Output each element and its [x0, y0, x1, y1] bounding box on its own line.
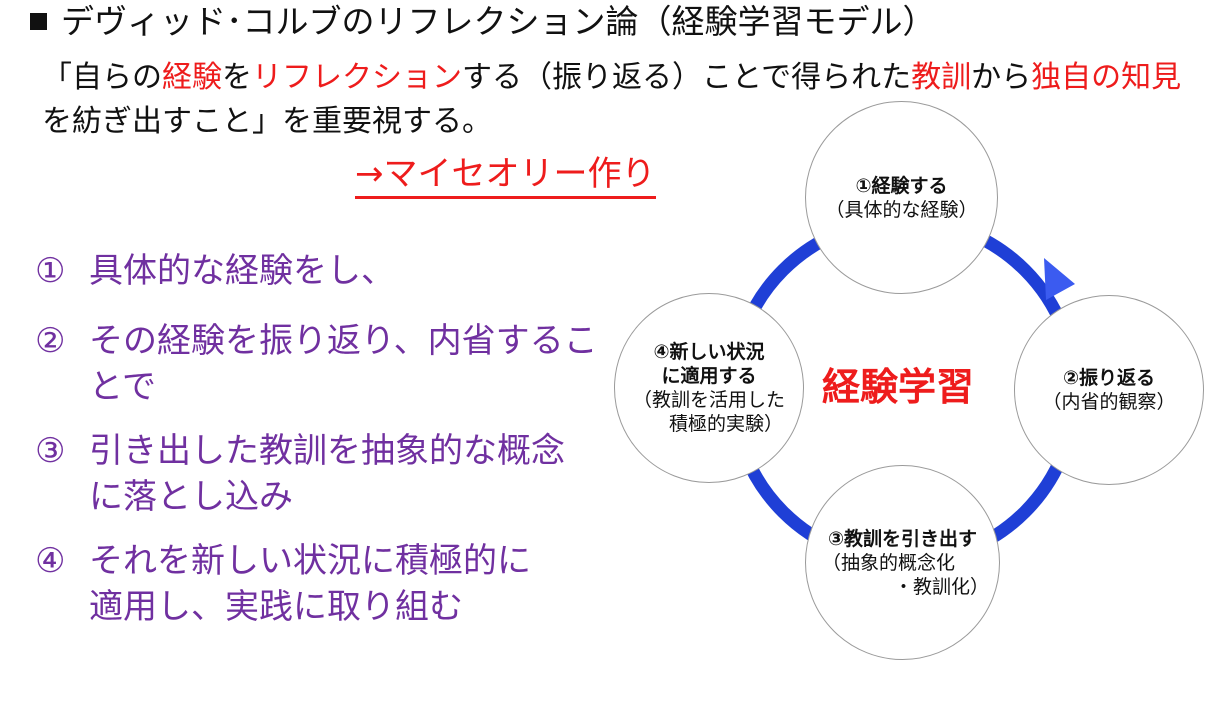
intro-part: 「自らの: [42, 60, 162, 95]
node-subtitle: （内省的観察）: [1042, 391, 1176, 413]
step-text: その経験を振り返り、内省するこ とで: [89, 318, 598, 410]
intro-part: する（振り返る）ことで得られた: [462, 60, 912, 95]
intro-part-highlight: リフレクション: [252, 60, 462, 95]
node-subtitle: 積極的実験）: [668, 413, 783, 435]
step-number: ③: [35, 431, 66, 471]
step-text: 具体的な経験をし、: [89, 248, 395, 294]
step-line: その経験を振り返り、内省するこ: [89, 321, 598, 361]
node-title: ①経験する: [855, 174, 948, 197]
node-title: ④新しい状況: [653, 341, 765, 363]
intro-part: から: [971, 60, 1032, 95]
slide-title: デヴィッド･コルブのリフレクション論（経験学習モデル）: [30, 2, 936, 42]
cycle-arrow-icon: [1044, 258, 1075, 300]
step-text: それを新しい状況に積極的に 適用し、実践に取り組む: [89, 538, 531, 630]
intro-part: を: [222, 60, 252, 95]
cycle-node-experience: ①経験する （具体的な経験）: [805, 101, 998, 294]
cycle-node-lesson: ③教訓を引き出す （抽象的概念化 ・教訓化）: [805, 465, 1000, 660]
node-title: ③教訓を引き出す: [827, 527, 978, 550]
node-subtitle: （具体的な経験）: [825, 198, 978, 221]
node-subtitle: （教訓を活用した: [632, 389, 785, 411]
intro-line-1: 「自らの経験をリフレクションする（振り返る）ことで得られた教訓から独自の知見: [42, 56, 1202, 100]
node-title: に適用する: [661, 365, 757, 387]
my-theory-heading: →マイセオリー作り: [355, 152, 656, 199]
step-number: ①: [35, 251, 66, 291]
cycle-node-apply: ④新しい状況 に適用する （教訓を活用した 積極的実験）: [614, 293, 804, 483]
square-bullet-icon: [30, 13, 47, 30]
step-line: に落とし込み: [89, 477, 293, 517]
node-subtitle: （抽象的概念化: [822, 551, 956, 574]
step-line: それを新しい状況に積極的に: [89, 541, 531, 581]
cycle-node-reflect: ②振り返る （内省的観察）: [1014, 295, 1204, 485]
intro-part-highlight: 教訓: [911, 60, 972, 95]
step-line: 引き出した教訓を抽象的な概念: [89, 431, 565, 471]
intro-paragraph: 「自らの経験をリフレクションする（振り返る）ことで得られた教訓から独自の知見 を…: [42, 56, 1202, 144]
step-number: ④: [35, 541, 66, 581]
node-title: ②振り返る: [1062, 367, 1156, 389]
slide-title-text: デヴィッド･コルブのリフレクション論（経験学習モデル）: [61, 2, 936, 41]
step-line: 適用し、実践に取り組む: [89, 587, 463, 627]
intro-part-highlight: 独自の知見: [1031, 60, 1182, 95]
step-line: 具体的な経験をし、: [89, 251, 395, 291]
step-number: ②: [35, 321, 66, 361]
step-line: とで: [89, 367, 156, 407]
intro-part-highlight: 経験: [162, 60, 222, 95]
node-subtitle: ・教訓化）: [893, 575, 989, 598]
cycle-center-label: 経験学習: [822, 365, 975, 409]
intro-line-2: を紡ぎ出すこと」を重要視する。: [42, 104, 492, 139]
step-text: 引き出した教訓を抽象的な概念 に落とし込み: [89, 428, 565, 520]
